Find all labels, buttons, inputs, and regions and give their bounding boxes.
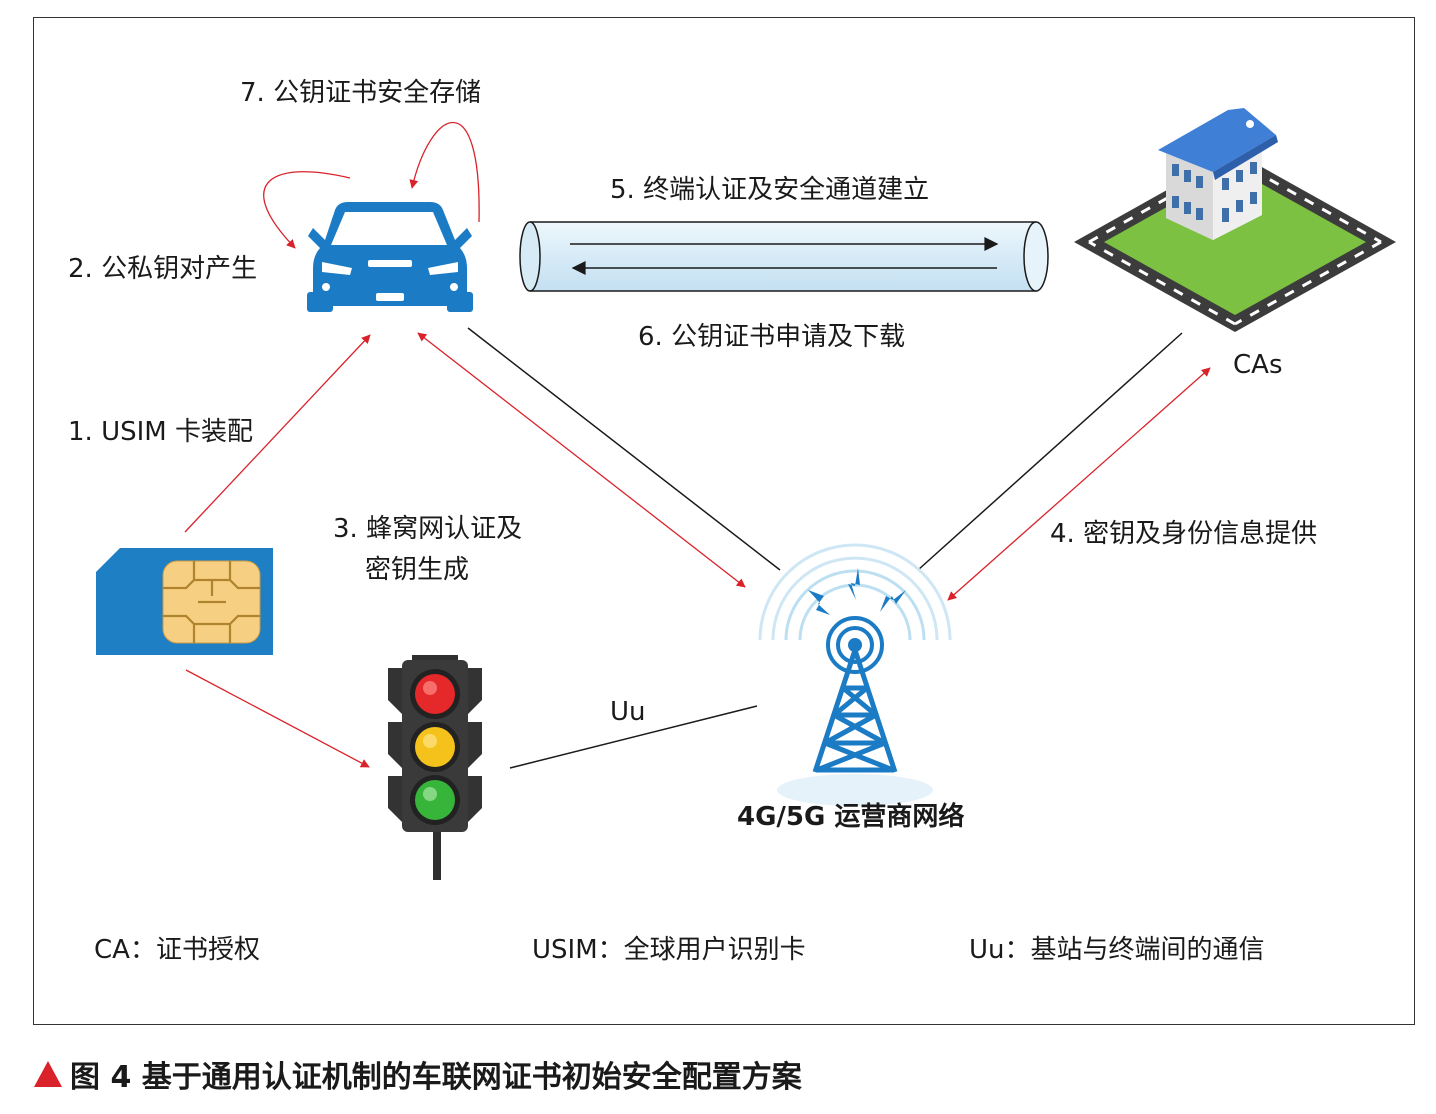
- car-icon: [307, 202, 473, 312]
- legend-ca: CA：证书授权: [94, 935, 260, 965]
- caption-triangle-icon: [34, 1061, 62, 1087]
- step6-label: 6. 公钥证书申请及下载: [638, 322, 906, 352]
- tower-cas-arrow: [947, 367, 1211, 601]
- car-tower-arrow: [417, 332, 746, 588]
- usim-to-rsu-arrow: [185, 669, 370, 768]
- legend-uu: Uu：基站与终端间的通信: [969, 935, 1265, 965]
- step2-label: 2. 公私钥对产生: [68, 254, 258, 284]
- network-label: 4G/5G 运营商网络: [737, 802, 965, 832]
- usim-to-car-arrow: [184, 334, 371, 533]
- ca-building-icon: [1074, 108, 1396, 332]
- cas-label: CAs: [1233, 350, 1283, 380]
- figure-caption: 图 4 基于通用认证机制的车联网证书初始安全配置方案: [34, 1054, 802, 1095]
- sim-card-icon: [96, 548, 273, 655]
- uu-label: Uu: [610, 697, 646, 727]
- step3-label-line1: 3. 蜂窝网认证及: [333, 514, 523, 544]
- step1-label: 1. USIM 卡装配: [68, 417, 253, 447]
- caption-text: 图 4 基于通用认证机制的车联网证书初始安全配置方案: [70, 1060, 802, 1095]
- step5-label: 5. 终端认证及安全通道建立: [610, 175, 930, 205]
- legend-usim: USIM：全球用户识别卡: [532, 935, 806, 965]
- step3-label-line2: 密钥生成: [365, 555, 470, 585]
- key-gen-loop-arrow: [263, 171, 351, 249]
- step4-label: 4. 密钥及身份信息提供: [1050, 519, 1318, 549]
- cert-store-loop-arrow: [409, 122, 480, 223]
- diagram-frame: [33, 17, 1415, 1025]
- step7-label: 7. 公钥证书安全存储: [240, 78, 482, 108]
- cell-tower-icon: [758, 543, 952, 806]
- traffic-light-icon: [388, 655, 482, 880]
- uu-line: [509, 705, 758, 769]
- secure-tunnel: [519, 221, 1049, 292]
